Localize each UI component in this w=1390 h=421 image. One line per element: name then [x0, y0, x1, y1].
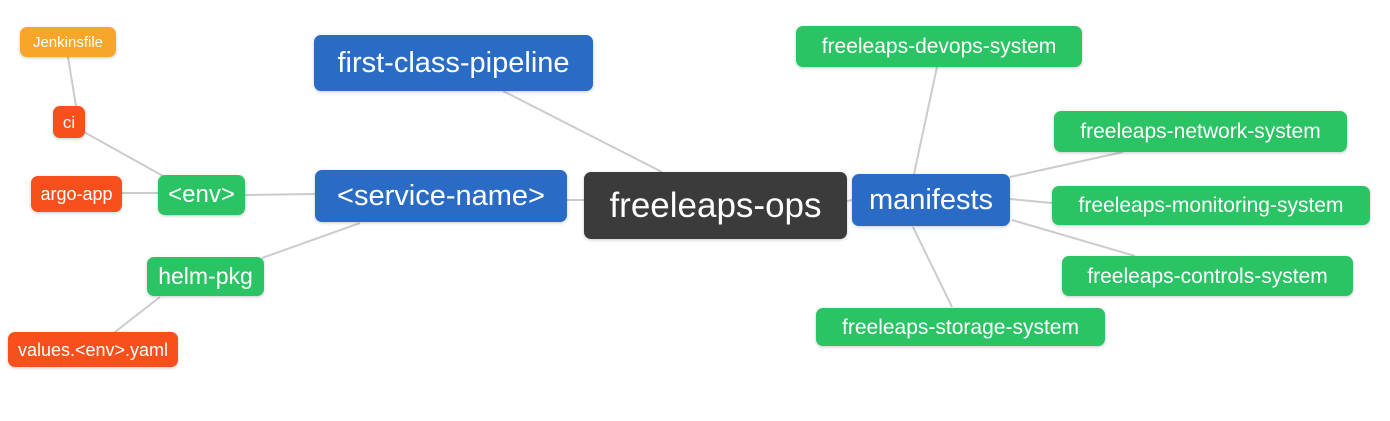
node-freeleaps-ops[interactable]: freeleaps-ops: [584, 172, 847, 239]
node-freeleaps-storage-system[interactable]: freeleaps-storage-system: [816, 308, 1105, 346]
node-freeleaps-controls-system[interactable]: freeleaps-controls-system: [1062, 256, 1353, 296]
node-freeleaps-devops-system[interactable]: freeleaps-devops-system: [796, 26, 1082, 67]
edge-ci-env: [83, 131, 164, 177]
node-first-class-pipeline[interactable]: first-class-pipeline: [314, 35, 593, 91]
edge-pipeline-freeleaps-ops: [502, 90, 663, 173]
node-ci[interactable]: ci: [53, 106, 85, 138]
node-manifests[interactable]: manifests: [852, 174, 1010, 226]
edge-manifests-controls: [1011, 219, 1136, 257]
node-values-env-yaml[interactable]: values.<env>.yaml: [8, 332, 178, 367]
node-freeleaps-monitoring-system[interactable]: freeleaps-monitoring-system: [1052, 186, 1370, 225]
edge-helm-pkg-service-name: [261, 222, 361, 259]
edge-values-helm-pkg: [114, 296, 161, 333]
node-service-name[interactable]: <service-name>: [315, 170, 567, 222]
node-argo-app[interactable]: argo-app: [31, 176, 122, 212]
node-freeleaps-network-system[interactable]: freeleaps-network-system: [1054, 111, 1347, 152]
node-jenkinsfile[interactable]: Jenkinsfile: [20, 27, 116, 57]
edge-devops-manifests: [913, 66, 938, 175]
edge-manifests-monitoring: [1009, 198, 1053, 204]
edge-manifests-network: [1009, 151, 1124, 178]
node-helm-pkg[interactable]: helm-pkg: [147, 257, 264, 296]
edge-env-service-name: [244, 193, 316, 196]
edge-manifests-storage: [912, 226, 953, 308]
edge-jenkinsfile-ci: [67, 56, 77, 107]
node-env[interactable]: <env>: [158, 175, 245, 215]
